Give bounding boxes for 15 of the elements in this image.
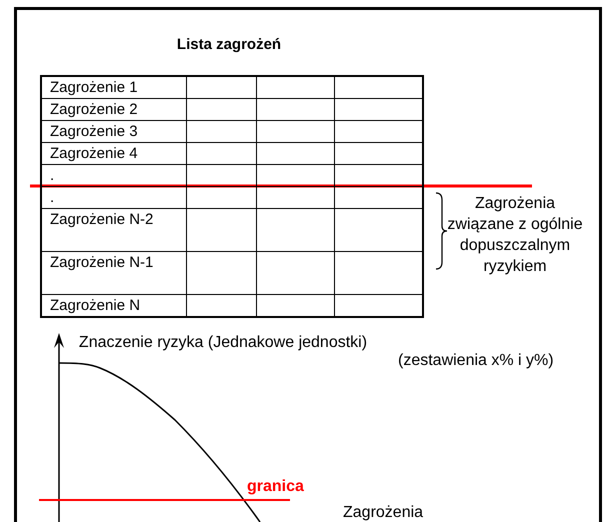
table-cell-text: Zagrożenie N — [50, 296, 142, 314]
axis-caption: Zagrożenia — [343, 503, 424, 522]
table-cell-text: Zagrożenie N-2 — [50, 210, 154, 228]
axis-label: Znaczenie ryzyka (Jednakowe jednostki) — [78, 333, 368, 353]
limit-label: granica — [247, 477, 304, 497]
table-cell-text: . — [50, 188, 56, 206]
bracket-note: Zagrożenia związane z ogólnie dopuszczalnym ryzykiem — [446, 194, 584, 277]
table-cell-text: Zagrożenie N-1 — [50, 252, 154, 270]
table-cell-text: Zagrożenie 1 — [50, 78, 139, 96]
title: Lista zagrożeń — [176, 35, 282, 55]
table-cell-text: Zagrożenie 3 — [50, 122, 139, 140]
table-cell-text: Zagrożenie 2 — [50, 100, 139, 118]
table-cell-text: . — [50, 166, 56, 184]
note-text: (zestawienia x% i y%) — [398, 351, 555, 371]
table-cell-text: Zagrożenie 4 — [50, 144, 139, 162]
